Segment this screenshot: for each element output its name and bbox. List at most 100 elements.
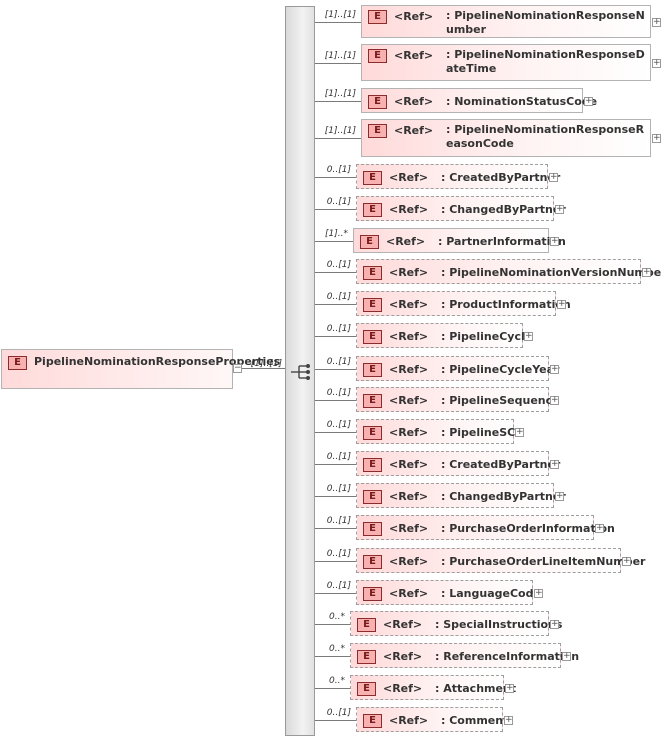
- child-connector-line: [315, 561, 356, 562]
- element-name: : PipelineCycle: [441, 330, 533, 343]
- child-cardinality: 0..[1]: [326, 388, 351, 398]
- child-element-node[interactable]: E<Ref>: CreatedByPartner: [356, 451, 560, 476]
- ref-label: <Ref>: [389, 266, 429, 279]
- child-element-node[interactable]: E<Ref>: PipelineSCD: [356, 419, 524, 444]
- sequence-compositor-icon: [291, 364, 310, 380]
- expand-icon[interactable]: +: [534, 588, 543, 598]
- element-badge-icon: E: [363, 394, 382, 408]
- expand-icon[interactable]: +: [550, 236, 559, 246]
- element-badge-icon: E: [363, 587, 382, 601]
- element-badge-icon: E: [368, 10, 387, 24]
- child-element-node[interactable]: E <Ref> : LanguageCode: [356, 580, 541, 605]
- child-element-node[interactable]: E<Ref>: PipelineNominationVersionNumber: [356, 259, 662, 284]
- child-cardinality: [1]..[1]: [324, 126, 356, 136]
- ref-label: <Ref>: [394, 10, 434, 23]
- child-element-node[interactable]: E<Ref>: ChangedByPartner: [356, 196, 566, 221]
- expand-icon[interactable]: +: [549, 172, 558, 182]
- child-element-node[interactable]: E<Ref>: PipelineCycleYear: [356, 356, 560, 381]
- ref-label: <Ref>: [394, 49, 434, 62]
- expand-icon[interactable]: +: [595, 523, 604, 533]
- element-name: : LanguageCode: [441, 587, 541, 600]
- child-cardinality: [1]..[1]: [324, 51, 356, 61]
- child-cardinality: 0..[1]: [326, 260, 351, 270]
- ref-label: <Ref>: [383, 650, 423, 663]
- expand-icon[interactable]: +: [555, 204, 564, 214]
- child-cardinality: [1]..[1]: [324, 10, 356, 20]
- ref-label: <Ref>: [389, 522, 429, 535]
- expand-icon[interactable]: +: [584, 96, 593, 106]
- ref-label: <Ref>: [386, 235, 426, 248]
- expand-icon[interactable]: +: [504, 715, 513, 725]
- element-name: : PipelineNominationResponseNumber: [446, 9, 645, 36]
- child-cardinality: 0..[1]: [326, 357, 351, 367]
- child-element-node[interactable]: E<Ref>: Comment: [356, 707, 509, 732]
- element-name: : PurchaseOrderLineItemNumber: [441, 555, 646, 568]
- expand-icon[interactable]: +: [652, 58, 661, 68]
- child-connector-line: [315, 720, 356, 721]
- expand-icon[interactable]: +: [557, 299, 566, 309]
- expand-icon[interactable]: +: [524, 331, 533, 341]
- expand-icon[interactable]: +: [642, 267, 651, 277]
- element-badge-icon: E: [363, 458, 382, 472]
- child-cardinality: 0..[1]: [326, 516, 351, 526]
- child-element-node[interactable]: E<Ref>: Attachment: [350, 675, 516, 700]
- ref-label: <Ref>: [389, 555, 429, 568]
- child-element-node[interactable]: E<Ref>: PipelineCycle: [356, 323, 533, 348]
- root-collapse-icon[interactable]: −: [233, 363, 242, 373]
- element-badge-icon: E: [368, 95, 387, 109]
- child-element-node[interactable]: E<Ref>: PipelineNominationResponseDateTi…: [361, 44, 651, 81]
- expand-icon[interactable]: +: [550, 395, 559, 405]
- element-badge-icon: E: [363, 714, 382, 728]
- child-element-node[interactable]: E<Ref>: PipelineNominationResponseReason…: [361, 119, 651, 157]
- element-badge-icon: E: [363, 426, 382, 440]
- ref-label: <Ref>: [394, 124, 434, 137]
- child-element-node[interactable]: E <Ref> : PipelineNominationResponseNumber: [361, 5, 651, 38]
- child-element-node[interactable]: E<Ref>: ProductInformation: [356, 291, 571, 316]
- child-connector-line: [315, 432, 356, 433]
- child-element-node[interactable]: E<Ref>: CreatedByPartner: [356, 164, 561, 189]
- element-name: : ChangedByPartner: [441, 203, 566, 216]
- element-badge-icon: E: [363, 298, 382, 312]
- expand-icon[interactable]: +: [550, 364, 559, 374]
- expand-icon[interactable]: +: [515, 427, 524, 437]
- expand-icon[interactable]: +: [550, 459, 559, 469]
- child-element-node[interactable]: E<Ref>: PurchaseOrderInformation: [356, 515, 615, 540]
- child-connector-line: [315, 63, 361, 64]
- expand-icon[interactable]: +: [622, 556, 631, 566]
- element-badge-icon: E: [363, 330, 382, 344]
- ref-label: <Ref>: [394, 95, 434, 108]
- child-connector-line: [315, 209, 356, 210]
- element-badge-icon: E: [357, 650, 376, 664]
- child-element-node[interactable]: E<Ref>: PartnerInformation: [353, 228, 566, 253]
- child-cardinality: 0..[1]: [326, 484, 351, 494]
- child-element-node[interactable]: E<Ref>: NominationStatusCode: [361, 88, 597, 113]
- child-connector-line: [315, 464, 356, 465]
- element-name: : SpecialInstructions: [435, 618, 563, 631]
- ref-label: <Ref>: [389, 587, 429, 600]
- expand-icon[interactable]: +: [505, 683, 514, 693]
- child-connector-line: [315, 400, 356, 401]
- element-name: : CreatedByPartner: [441, 171, 561, 184]
- ref-label: <Ref>: [389, 298, 429, 311]
- expand-icon[interactable]: +: [555, 491, 564, 501]
- child-element-node[interactable]: E<Ref>: ReferenceInformation: [350, 643, 579, 668]
- child-cardinality: [1]..[1]: [324, 89, 356, 99]
- child-cardinality: 0..[1]: [326, 452, 351, 462]
- child-element-node[interactable]: E<Ref>: PipelineSequence: [356, 387, 560, 412]
- sequence-compositor[interactable]: [285, 6, 315, 736]
- expand-icon[interactable]: +: [562, 651, 571, 661]
- expand-icon[interactable]: +: [652, 17, 661, 27]
- element-badge-icon: E: [363, 171, 382, 185]
- child-element-node[interactable]: E<Ref>: SpecialInstructions: [350, 611, 563, 636]
- element-name: : ChangedByPartner: [441, 490, 566, 503]
- ref-label: <Ref>: [389, 490, 429, 503]
- child-connector-line: [315, 624, 350, 625]
- child-element-node[interactable]: E<Ref>: PurchaseOrderLineItemNumber: [356, 548, 646, 573]
- root-element-node[interactable]: E PipelineNominationResponseProperties: [1, 349, 280, 389]
- ref-label: <Ref>: [389, 458, 429, 471]
- child-element-node[interactable]: E<Ref>: ChangedByPartner: [356, 483, 566, 508]
- element-name: : Comment: [441, 714, 509, 727]
- expand-icon[interactable]: +: [652, 133, 661, 143]
- child-cardinality: 0..[1]: [326, 581, 351, 591]
- expand-icon[interactable]: +: [550, 619, 559, 629]
